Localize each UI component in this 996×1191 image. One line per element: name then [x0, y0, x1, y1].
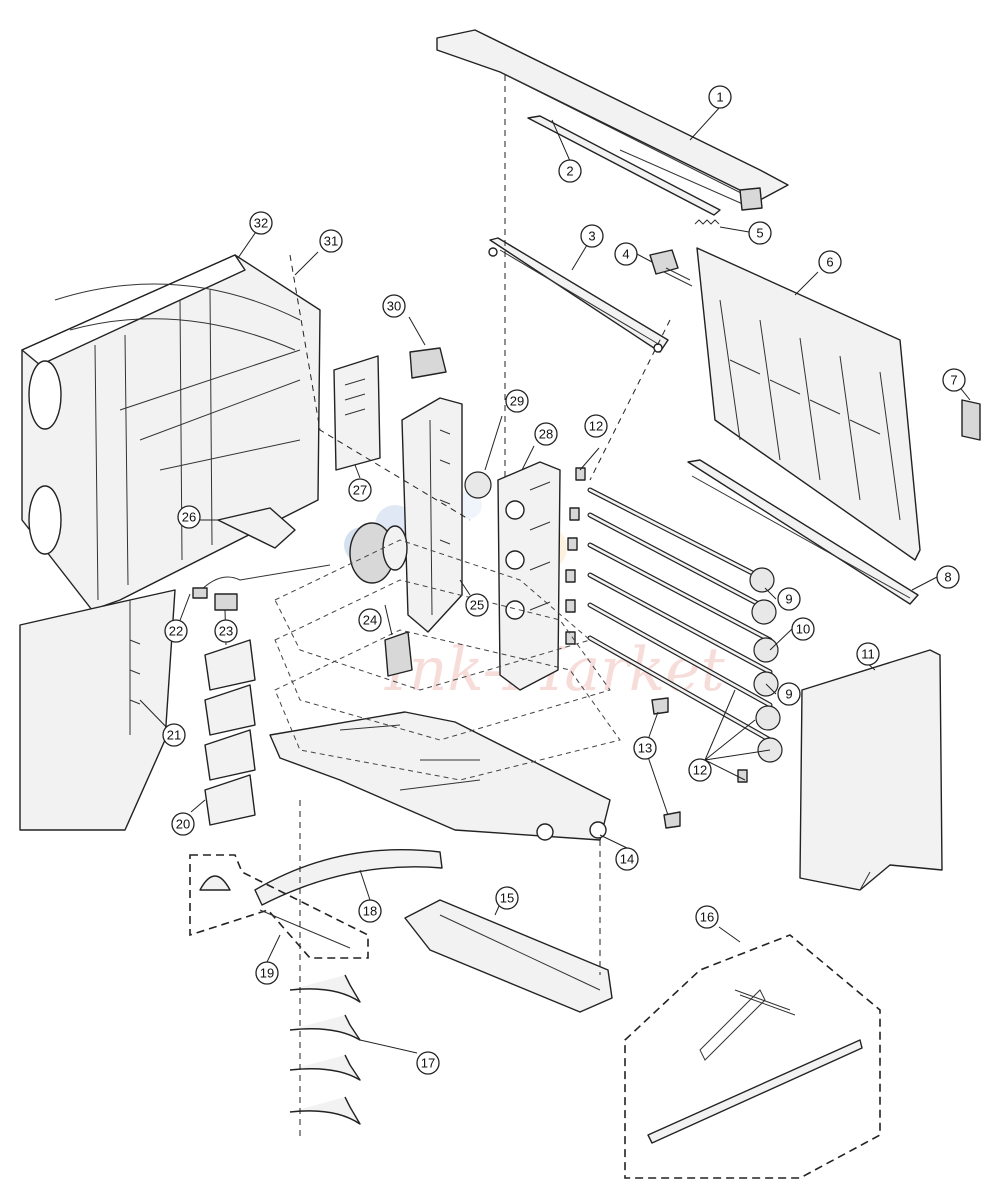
- svg-text:5: 5: [756, 226, 763, 241]
- callout-18: 18: [358, 899, 382, 923]
- left-side-frame-part: [21, 254, 321, 611]
- callout-12b: 12: [688, 758, 712, 782]
- curved-guide-part: [254, 849, 443, 906]
- callout-15: 15: [495, 886, 519, 910]
- svg-text:11: 11: [861, 647, 875, 662]
- connector-block-part: [409, 347, 447, 379]
- svg-text:9: 9: [785, 592, 792, 607]
- dashed-guide-lines: [289, 75, 671, 1140]
- sensor-part: [649, 249, 693, 287]
- svg-text:25: 25: [470, 598, 484, 613]
- callout-19: 19: [255, 961, 279, 985]
- callout-25: 25: [465, 593, 489, 617]
- callout-32: 32: [249, 211, 273, 235]
- lower-long-rail-part: [687, 459, 919, 605]
- svg-text:26: 26: [182, 510, 196, 525]
- left-door-part: [19, 589, 176, 831]
- svg-text:19: 19: [260, 966, 274, 981]
- callout-7: 7: [942, 368, 966, 392]
- svg-text:3: 3: [588, 229, 595, 244]
- callout-1: 1: [708, 85, 732, 109]
- control-board-part: [333, 355, 381, 471]
- svg-text:21: 21: [167, 728, 181, 743]
- bin-assembly-part: [696, 247, 921, 561]
- callout-29: 29: [505, 389, 529, 413]
- svg-text:1: 1: [716, 90, 723, 105]
- callout-8: 8: [936, 565, 960, 589]
- harness-part: [192, 564, 331, 611]
- callout-27: 27: [348, 478, 372, 502]
- ghost-trays: [274, 539, 621, 781]
- svg-text:20: 20: [176, 817, 190, 832]
- svg-text:13: 13: [638, 741, 652, 756]
- callout-24: 24: [358, 608, 382, 632]
- callout-23: 23: [214, 619, 238, 643]
- upper-rail-part: [527, 115, 721, 216]
- callout-31: 31: [319, 229, 343, 253]
- svg-text:31: 31: [324, 234, 338, 249]
- callout-5: 5: [748, 221, 772, 245]
- svg-text:10: 10: [796, 622, 810, 637]
- right-door-part: [799, 649, 943, 891]
- callout-13: 13: [633, 736, 657, 760]
- callout-3: 3: [580, 224, 604, 248]
- side-plate-part: [497, 461, 561, 691]
- svg-text:14: 14: [620, 852, 634, 867]
- gear-box-part: [384, 631, 413, 677]
- rib-parts: [204, 639, 256, 826]
- svg-text:28: 28: [539, 427, 553, 442]
- svg-text:12: 12: [693, 763, 707, 778]
- callout-21: 21: [162, 723, 186, 747]
- callout-6: 6: [818, 250, 842, 274]
- callout-14: 14: [615, 847, 639, 871]
- motor-frame-part: [349, 397, 463, 633]
- tray-base-part: [269, 711, 611, 841]
- callout-2: 2: [558, 159, 582, 183]
- svg-text:12: 12: [589, 419, 603, 434]
- callout-20: 20: [171, 812, 195, 836]
- svg-text:29: 29: [510, 394, 524, 409]
- callout-9b: 9: [777, 682, 801, 706]
- svg-text:32: 32: [254, 216, 268, 231]
- svg-text:23: 23: [219, 624, 233, 639]
- callout-17: 17: [416, 1051, 440, 1075]
- small-sensors: [651, 697, 681, 829]
- exit-bar-part: [488, 237, 669, 353]
- svg-text:24: 24: [363, 613, 377, 628]
- svg-text:6: 6: [826, 255, 833, 270]
- svg-text:30: 30: [387, 299, 401, 314]
- lower-guide-part: [404, 899, 613, 1013]
- callout-16: 16: [695, 905, 719, 929]
- top-cover-part: [436, 29, 789, 211]
- callout-22: 22: [164, 619, 188, 643]
- svg-text:2: 2: [566, 164, 573, 179]
- svg-text:22: 22: [169, 624, 183, 639]
- callout-9: 9: [777, 587, 801, 611]
- svg-text:15: 15: [500, 891, 514, 906]
- svg-text:8: 8: [944, 570, 951, 585]
- svg-text:18: 18: [363, 904, 377, 919]
- callout-26: 26: [177, 505, 201, 529]
- kit-19-part: [189, 854, 369, 959]
- svg-text:7: 7: [950, 373, 957, 388]
- kit-16-part: [624, 934, 881, 1179]
- svg-text:9: 9: [785, 687, 792, 702]
- clip-part: [961, 399, 981, 441]
- callout-10: 10: [791, 617, 815, 641]
- callout-28: 28: [534, 422, 558, 446]
- callout-11: 11: [856, 642, 880, 666]
- svg-text:17: 17: [421, 1056, 435, 1071]
- callout-30: 30: [382, 294, 406, 318]
- svg-text:27: 27: [353, 483, 367, 498]
- spring-part: [694, 219, 720, 225]
- callout-4: 4: [614, 242, 638, 266]
- bracket-part: [217, 507, 296, 549]
- wire-arms-part: [289, 974, 361, 1125]
- svg-text:16: 16: [700, 910, 714, 925]
- roller-shafts: [587, 487, 773, 743]
- drive-gear-part: [464, 471, 492, 499]
- callout-12: 12: [584, 414, 608, 438]
- svg-text:4: 4: [622, 247, 629, 262]
